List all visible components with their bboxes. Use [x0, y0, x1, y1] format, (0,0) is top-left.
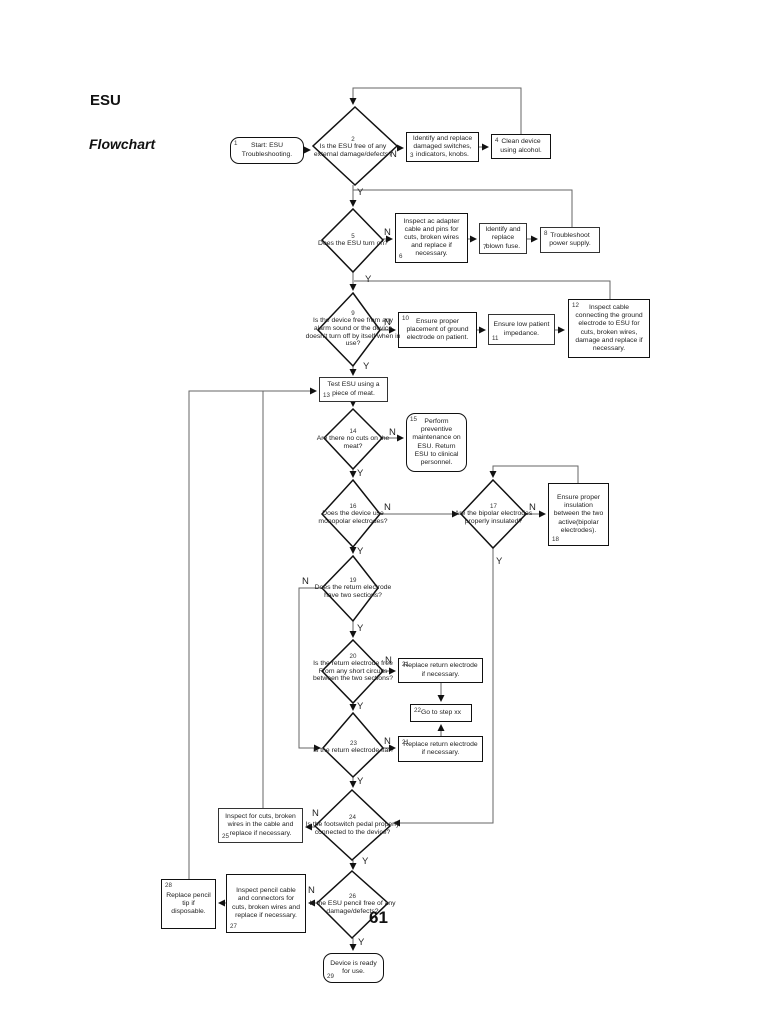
- label-no-footswitch: N: [312, 808, 319, 819]
- step-text: Device is ready for use.: [330, 959, 377, 975]
- label-no-short-circuits: N: [385, 655, 392, 666]
- step-number: 13: [323, 391, 330, 399]
- process-inspect-ground-cable: 12 Inspect cable connecting the ground e…: [568, 299, 650, 358]
- label-no-bipolar: N: [529, 502, 536, 513]
- label-no-external-damage: N: [390, 149, 397, 160]
- decision-monopolar-shape: [320, 478, 381, 549]
- page-subtitle: Flowchart: [89, 136, 156, 152]
- process-replace-switches: 3 Identify and replace damaged switches,…: [406, 132, 479, 162]
- label-yes-footswitch: Y: [362, 856, 369, 867]
- decision-footswitch-shape: [313, 788, 392, 862]
- step-text: Identify and replace blown fuse.: [485, 226, 521, 250]
- step-number: 28: [165, 882, 172, 889]
- decision-bipolar-insulated-shape: [459, 478, 528, 550]
- process-bipolar-insulation: 18 Ensure proper insulation between the …: [548, 483, 609, 546]
- decision-two-sections-shape: [320, 554, 379, 623]
- label-yes-external-damage: Y: [357, 187, 364, 198]
- step-number: 1: [234, 140, 238, 147]
- step-text: Ensure proper insulation between the two…: [553, 494, 604, 534]
- decision-alarm-sound-shape: [316, 291, 381, 368]
- label-no-pencil: N: [308, 885, 315, 896]
- process-clean-device: 4 Clean device using alcohol.: [491, 134, 551, 159]
- label-yes-cuts: Y: [357, 468, 364, 479]
- step-number: 15: [410, 416, 417, 423]
- page-title: ESU: [90, 92, 121, 109]
- step-text: Identify and replace damaged switches, i…: [412, 134, 473, 159]
- process-inspect-ac-adapter: 6 Inspect ac adapter cable and pins for …: [395, 213, 468, 263]
- step-number: 29: [327, 972, 334, 980]
- step-number: 8: [544, 230, 548, 237]
- step-number: 7: [483, 243, 487, 251]
- decision-no-cuts-meat-shape: [322, 407, 384, 471]
- step-text: Inspect pencil cable and connectors for …: [231, 887, 300, 919]
- step-text: Test ESU using a piece of meat.: [327, 381, 380, 397]
- process-test-with-meat: 13 Test ESU using a piece of meat.: [319, 377, 388, 402]
- step-number: 6: [399, 252, 403, 260]
- step-text: Replace return electrode if necessary.: [403, 740, 478, 756]
- label-yes-pencil: Y: [358, 937, 365, 948]
- terminator-preventive-maintenance: 15 Perform preventive maintenance on ESU…: [406, 413, 467, 472]
- process-inspect-pencil-cable: 27 Inspect pencil cable and connectors f…: [226, 874, 306, 933]
- label-no-monopolar: N: [384, 502, 391, 513]
- label-no-cuts: N: [389, 427, 396, 438]
- step-text: Clean device using alcohol.: [500, 138, 542, 154]
- step-number: 18: [552, 535, 559, 543]
- step-text: Troubleshoot power supply.: [549, 231, 591, 247]
- step-number: 27: [230, 922, 237, 930]
- label-no-turn-on: N: [384, 227, 391, 238]
- step-number: 4: [495, 137, 499, 144]
- label-yes-bipolar: Y: [496, 556, 503, 567]
- terminator-start: 1 Start: ESU Troubleshooting.: [230, 137, 304, 164]
- process-replace-fuse: 7 Identify and replace blown fuse.: [479, 223, 527, 254]
- step-text: Replace pencil tip if disposable.: [166, 891, 211, 915]
- step-number: 12: [572, 302, 579, 309]
- step-text: Replace return electrode if necessary.: [403, 662, 478, 678]
- decision-external-damage-shape: [311, 105, 399, 187]
- decision-esu-turn-on-shape: [320, 207, 385, 274]
- step-number: 10: [402, 315, 409, 322]
- decision-pencil-damage-shape: [315, 869, 390, 940]
- label-no-flat: N: [384, 736, 391, 747]
- step-text: Ensure low patient impedance.: [493, 321, 550, 337]
- step-number: 21: [402, 661, 409, 668]
- process-replace-return-electrode-1: 21 Replace return electrode if necessary…: [398, 658, 483, 683]
- page-number: 61: [369, 908, 388, 927]
- step-text: Start: ESU Troubleshooting.: [241, 142, 293, 158]
- process-replace-pencil-tip: 28 Replace pencil tip if disposable.: [161, 879, 216, 929]
- step-text: Ensure proper placement of ground electr…: [406, 317, 469, 341]
- terminator-device-ready: 29 Device is ready for use.: [323, 953, 384, 983]
- process-inspect-footswitch-cable: 25 Inspect for cuts, broken wires in the…: [218, 808, 303, 843]
- label-yes-monopolar: Y: [357, 546, 364, 557]
- step-text: Go to step xx: [420, 708, 462, 716]
- process-troubleshoot-power-supply: 8 Troubleshoot power supply.: [540, 227, 600, 253]
- process-low-patient-impedance: 11 Ensure low patient impedance.: [488, 314, 555, 345]
- step-number: 22: [414, 707, 421, 714]
- label-yes-flat: Y: [357, 776, 364, 787]
- label-yes-turn-on: Y: [365, 274, 372, 285]
- label-no-alarm: N: [384, 317, 391, 328]
- label-no-two-sections: N: [302, 576, 309, 587]
- step-text: Inspect cable connecting the ground elec…: [575, 304, 643, 352]
- connector-lines: [188, 87, 611, 951]
- step-number: 21: [402, 739, 409, 746]
- process-ground-electrode-placement: 10 Ensure proper placement of ground ele…: [398, 312, 477, 348]
- process-replace-return-electrode-2: 21 Replace return electrode if necessary…: [398, 736, 483, 762]
- step-number: 3: [410, 151, 414, 159]
- process-go-to-step: 22 Go to step xx: [410, 704, 472, 722]
- step-text: Perform preventive maintenance on ESU. R…: [412, 418, 461, 466]
- decision-electrode-flat-shape: [321, 711, 385, 779]
- step-text: Inspect for cuts, broken wires in the ca…: [225, 813, 296, 837]
- decision-short-circuits-shape: [320, 638, 385, 705]
- step-text: Inspect ac adapter cable and pins for cu…: [403, 217, 460, 258]
- label-yes-two-sections: Y: [357, 623, 364, 634]
- label-yes-alarm: Y: [363, 361, 370, 372]
- step-number: 25: [222, 832, 229, 840]
- label-yes-short-circuits: Y: [357, 701, 364, 712]
- step-number: 11: [492, 334, 499, 342]
